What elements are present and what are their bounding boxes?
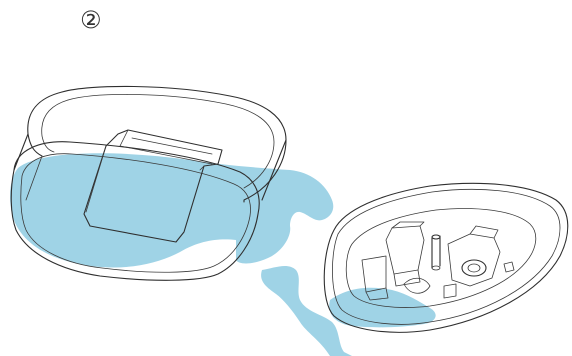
- water-stream: [10, 153, 436, 356]
- water-splash: [10, 153, 333, 267]
- water-in-base: [329, 288, 435, 328]
